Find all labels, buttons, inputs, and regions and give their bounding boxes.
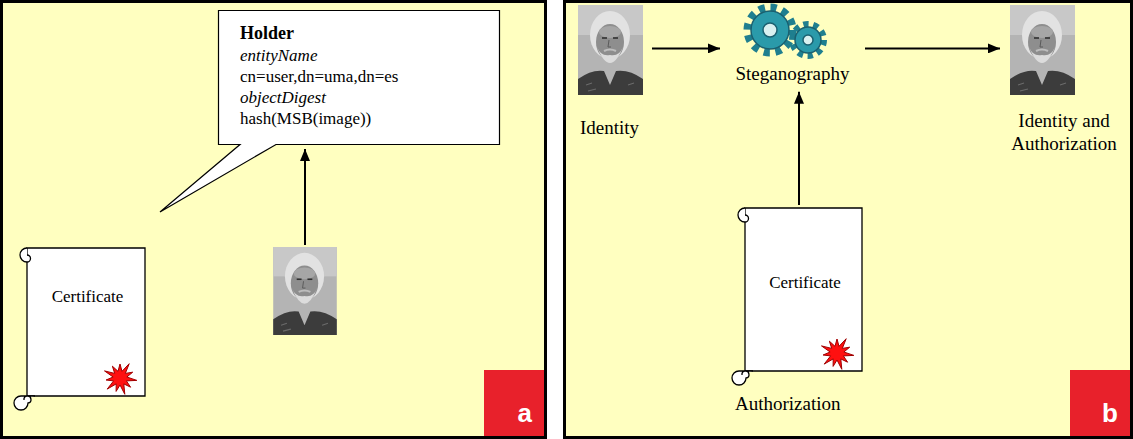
certificate-label: Certificate: [35, 287, 140, 307]
photo-node: Identity: [577, 5, 652, 144]
callout-bubble: HolderentityNamecn=user,dn=uma,dn=esobje…: [218, 10, 500, 145]
figure-panel: Identity SteganographyIdentity and Author…: [563, 0, 1133, 439]
scroll-outline: [733, 205, 865, 385]
certificate-caption: Authorization: [735, 393, 865, 416]
photo-node: Identity and Authorization: [1000, 5, 1128, 160]
field-name: entityName: [240, 45, 480, 66]
certificate-scroll: Certificate: [15, 245, 148, 410]
certificate-label: Certificate: [753, 273, 857, 293]
photo-caption: Identity and Authorization: [1000, 110, 1128, 156]
portrait-photo: [1010, 5, 1075, 95]
flow-arrow: [865, 47, 1000, 49]
figure-panel: HolderentityNamecn=user,dn=uma,dn=esobje…: [0, 0, 547, 439]
panel-tag-box: a: [484, 370, 544, 436]
flow-arrow: [798, 92, 800, 205]
flow-arrow: [652, 47, 720, 49]
seal-symbol: [105, 364, 137, 395]
panel-ground: [563, 0, 1133, 439]
seal-symbol: [822, 339, 854, 370]
portrait-photo: [273, 247, 337, 335]
portrait-photo: [578, 5, 643, 95]
panel-ground: [0, 0, 547, 439]
field-value: hash(MSB(image)): [240, 108, 480, 129]
photo-caption: Identity: [580, 117, 652, 140]
callout-outline: [160, 11, 500, 213]
process-node: Steganography: [720, 3, 865, 92]
certificate-scroll: CertificateAuthorization: [733, 205, 865, 420]
panel-tag-box: b: [1070, 370, 1130, 436]
panel-tag: a: [518, 400, 532, 426]
flow-arrow: [304, 149, 306, 245]
gears-icon: [748, 8, 823, 55]
process-label: Steganography: [720, 63, 865, 86]
field-value: cn=user,dn=uma,dn=es: [240, 66, 480, 87]
scroll-outline: [15, 245, 148, 410]
field-name: objectDigest: [240, 87, 480, 108]
panel-tag: b: [1102, 400, 1118, 426]
field-heading: Holder: [240, 22, 480, 45]
